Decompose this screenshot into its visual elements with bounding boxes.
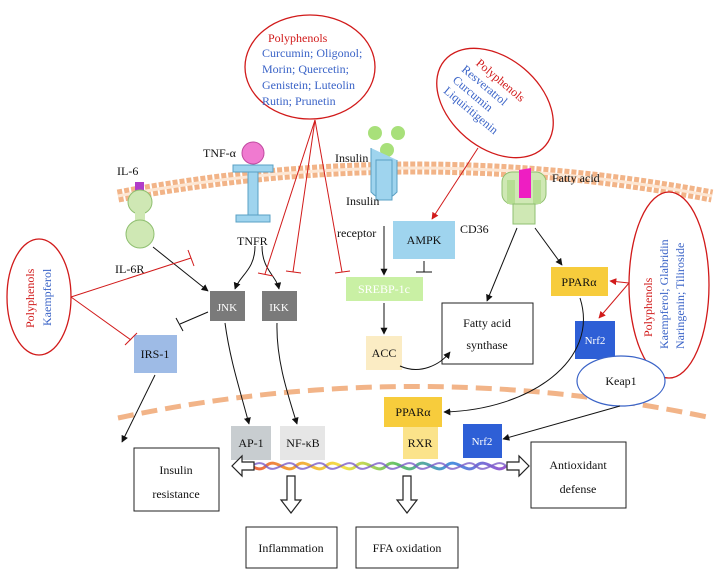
arrow-irs1-insulin-resistance [121, 374, 156, 443]
ikk-node: IKK [262, 291, 297, 321]
fas-label-2: synthase [466, 338, 507, 352]
cell-membrane [116, 161, 714, 203]
irs1-label: IRS-1 [141, 347, 170, 361]
inhibit-left-irs1 [70, 296, 132, 341]
arrow-cd36-fas [486, 227, 518, 302]
keap1-label: Keap1 [605, 374, 636, 388]
inhibit-jnk-irs1 [179, 311, 209, 325]
ppar-bottom-node: PPARα [384, 397, 442, 427]
tnf-receptor [232, 141, 274, 223]
cd36-label: CD36 [460, 222, 489, 236]
ap1-label: AP-1 [238, 436, 263, 450]
antioxidant-defense-box: Antioxidant defense [530, 441, 627, 509]
activate-ampk [431, 147, 479, 220]
insulin-receptor-label-2: receptor [337, 226, 376, 240]
srebp-label: SREBP-1c [358, 282, 410, 296]
ppar-top-label: PPARα [561, 275, 597, 289]
polyphenols-right-title: Polyphenols [641, 277, 655, 337]
nrf2-bottom-node: Nrf2 [463, 424, 502, 458]
inhibit-left-il6r [70, 257, 192, 298]
inflammation-label: Inflammation [258, 541, 323, 555]
nrf2-bottom-label: Nrf2 [472, 436, 493, 448]
insulin-label: Insulin [335, 151, 368, 165]
keap1-node: Keap1 [576, 355, 666, 407]
antioxidant-defense-label-2: defense [560, 482, 597, 496]
insulin-receptor-label-1: Insulin [346, 194, 379, 208]
polyphenols-right-line-1: Kaempferol; Glabridin [657, 239, 671, 349]
arrow-to-inflammation [279, 475, 303, 514]
insulin-resistance-label-2: resistance [152, 487, 199, 501]
fatty-acid-ligand [519, 168, 531, 198]
nrf2-top-node: Nrf2 [575, 321, 615, 359]
irs1-node: IRS-1 [134, 335, 177, 373]
rxr-node: RXR [403, 427, 438, 459]
rxr-label: RXR [408, 436, 433, 450]
cd36-transporter [501, 168, 547, 225]
arrow-ikk-nfkb [276, 322, 299, 425]
arrow-cd36-ppar [534, 227, 563, 266]
tnfr-label: TNFR [237, 234, 268, 248]
arrow-to-antioxidant-defense [506, 454, 530, 478]
polyphenols-right: Polyphenols Kaempferol; Glabridin Naring… [628, 191, 710, 379]
tnf-label: TNF-α [203, 146, 237, 160]
il6-receptor [125, 182, 155, 249]
polyphenols-left-line-1: Kaempferol [40, 268, 54, 326]
inhibit-top-srebp [314, 119, 343, 273]
polyphenols-left-title: Polyphenols [23, 268, 37, 328]
polyphenols-ampk: Polyphenols Resveratrol Curcumin Liquiri… [436, 47, 554, 159]
ampk-label: AMPK [407, 233, 442, 247]
arrow-il6r-jnk [152, 246, 209, 292]
inhibit-top-jnk [264, 119, 316, 275]
acc-node: ACC [366, 336, 402, 370]
il6r-label: IL-6R [115, 262, 144, 276]
arrow-tnfr-ikk [261, 245, 282, 290]
nfkb-label: NF-κB [286, 436, 319, 450]
polyphenols-top-line-3: Genistein; Luteolin [262, 78, 355, 92]
activate-ppar [609, 278, 630, 286]
il6-ligand [135, 182, 144, 191]
polyphenols-top: Polyphenols Curcumin; Oligonol; Morin; Q… [244, 14, 376, 120]
jnk-node: JNK [210, 291, 245, 321]
fatty-acid-label: Fatty acid [552, 171, 600, 185]
arrow-ppar-nucleus [443, 297, 584, 416]
nfkb-node: NF-κB [280, 426, 325, 460]
polyphenols-right-line-2: Naringenin; Tiliroside [673, 243, 687, 349]
arrow-acc-fas [399, 351, 451, 370]
ppar-top-node: PPARα [551, 267, 608, 296]
arrow-to-ffa-oxidation [395, 475, 419, 514]
inflammation-box: Inflammation [245, 526, 338, 569]
ffa-oxidation-label: FFA oxidation [373, 541, 442, 555]
ikk-label: IKK [269, 302, 289, 314]
insulin-resistance-label-1: Insulin [159, 463, 192, 477]
arrow-to-insulin-resistance [231, 454, 255, 478]
arrow-tnfr-jnk [233, 245, 256, 290]
ampk-node: AMPK [393, 221, 455, 259]
srebp-node: SREBP-1c [346, 277, 423, 301]
jnk-label: JNK [217, 302, 237, 314]
polyphenols-top-line-2: Morin; Quercetin; [262, 62, 349, 76]
ppar-bottom-label: PPARα [395, 405, 431, 419]
arrow-jnk-ap1 [224, 322, 251, 425]
activate-nrf2 [598, 282, 630, 319]
inhibit-top-ikk [292, 119, 316, 273]
antioxidant-defense-label-1: Antioxidant [549, 458, 607, 472]
ap1-node: AP-1 [231, 426, 271, 460]
arrow-keap1-nrf2 [502, 405, 621, 441]
fas-label-1: Fatty acid [463, 316, 511, 330]
insulin-resistance-box: Insulin resistance [133, 447, 220, 512]
ffa-oxidation-box: FFA oxidation [355, 526, 459, 569]
tnf-ligand [241, 141, 265, 165]
acc-label: ACC [372, 346, 397, 360]
il6-label: IL-6 [117, 164, 138, 178]
polyphenols-top-line-4: Rutin; Prunetin [262, 94, 336, 108]
fatty-acid-synthase-node: Fatty acid synthase [441, 302, 534, 365]
polyphenols-left: Polyphenols Kaempferol [6, 238, 72, 356]
polyphenols-top-line-1: Curcumin; Oligonol; [262, 46, 362, 60]
insulin-receptor [368, 126, 405, 201]
polyphenols-top-title: Polyphenols [268, 31, 328, 45]
dna-helix [234, 461, 508, 471]
nrf2-top-label: Nrf2 [585, 335, 606, 347]
